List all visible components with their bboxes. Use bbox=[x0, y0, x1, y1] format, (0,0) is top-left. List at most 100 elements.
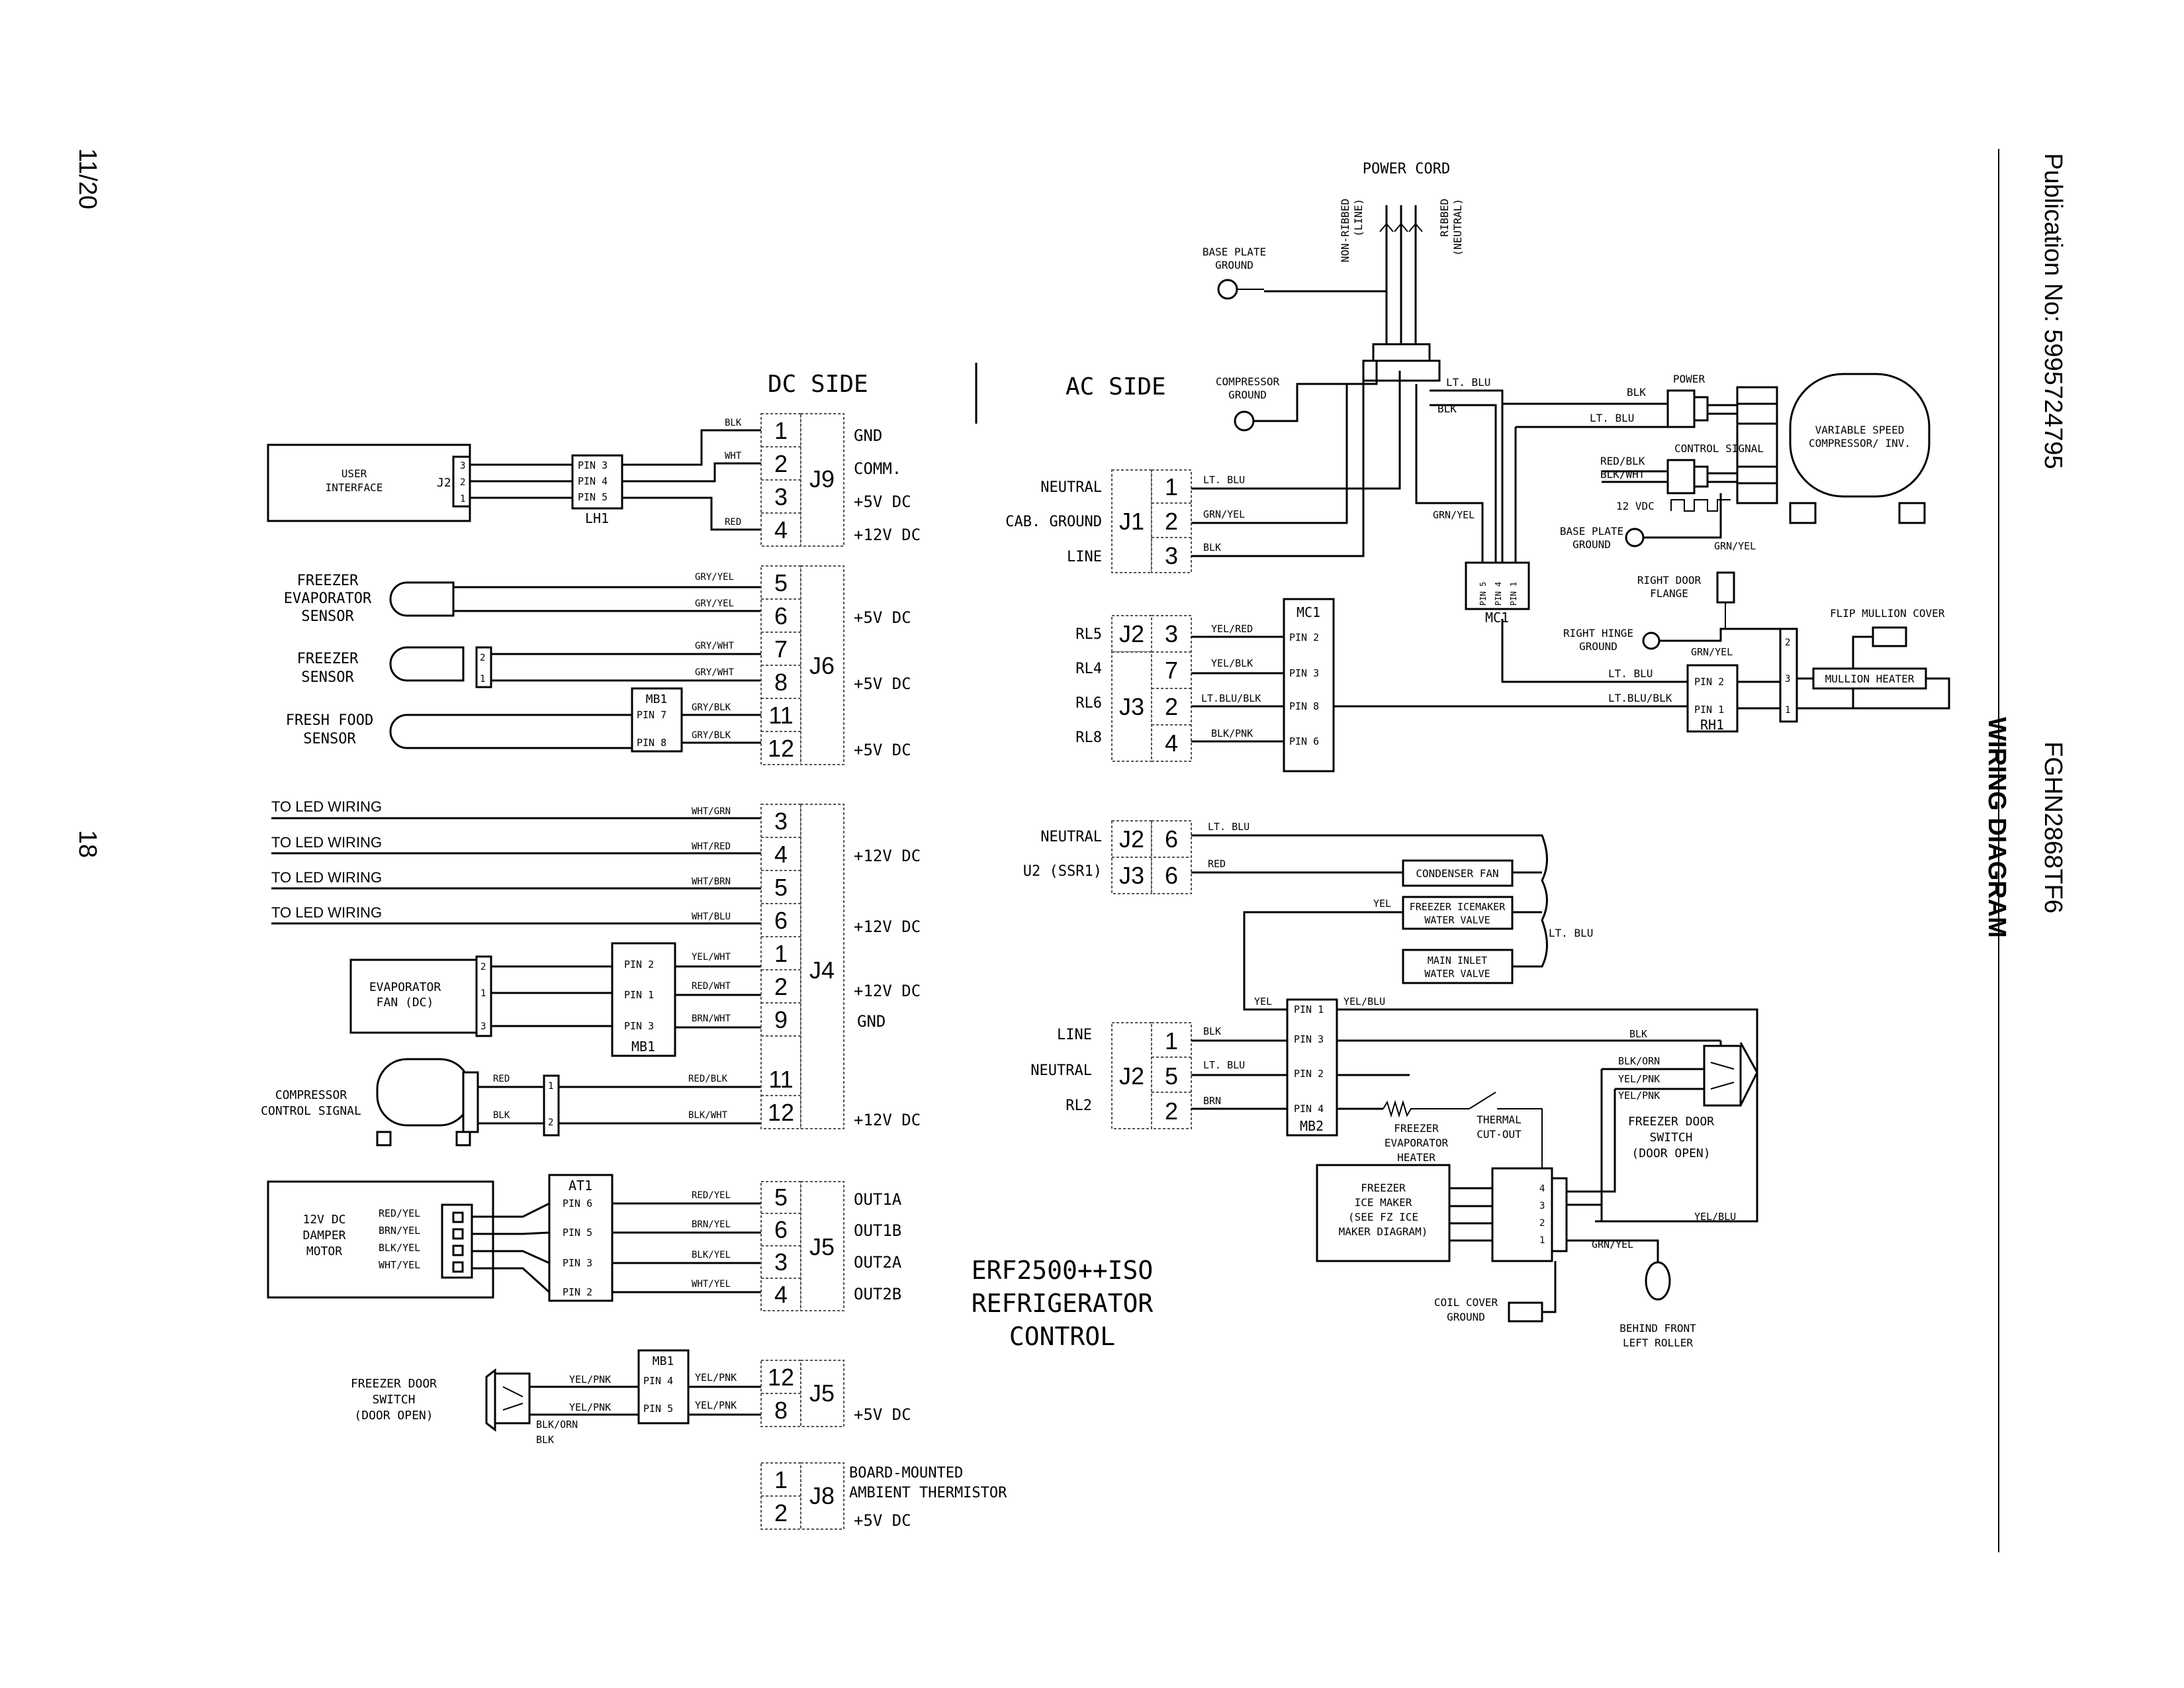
mc1-connector: MC1 PIN 2 PIN 3 PIN 8 PIN 6 bbox=[1283, 598, 1335, 773]
svg-text:PIN 2: PIN 2 bbox=[1694, 676, 1724, 688]
svg-text:PIN 2: PIN 2 bbox=[624, 959, 654, 970]
svg-text:BLK: BLK bbox=[1203, 1025, 1221, 1037]
svg-text:12: 12 bbox=[768, 1099, 794, 1126]
spring-clip-icon bbox=[1872, 626, 1907, 647]
svg-text:BASE PLATE: BASE PLATE bbox=[1203, 246, 1266, 258]
svg-text:LT. BLU: LT. BLU bbox=[1203, 474, 1245, 486]
svg-text:5: 5 bbox=[774, 874, 788, 901]
svg-text:WHT/GRN: WHT/GRN bbox=[692, 806, 731, 817]
user-interface: USER INTERFACE J2 3 2 1 bbox=[267, 444, 471, 522]
svg-text:WATER VALVE: WATER VALVE bbox=[1424, 914, 1490, 926]
svg-text:LT. BLU: LT. BLU bbox=[1590, 412, 1634, 424]
svg-text:12: 12 bbox=[768, 735, 794, 762]
svg-text:NEUTRAL: NEUTRAL bbox=[1030, 1062, 1092, 1079]
svg-text:COMPRESSOR: COMPRESSOR bbox=[275, 1088, 347, 1102]
svg-text:8: 8 bbox=[774, 669, 788, 696]
base-plate-ground: BASE PLATE GROUND bbox=[1203, 246, 1266, 300]
svg-text:+12V DC: +12V DC bbox=[854, 847, 921, 865]
svg-text:PIN 2: PIN 2 bbox=[1289, 632, 1319, 643]
ground-lug-icon bbox=[1645, 1261, 1671, 1301]
compressor-icon bbox=[376, 1058, 471, 1127]
svg-text:2: 2 bbox=[480, 962, 486, 972]
svg-text:NON-RIBBED: NON-RIBBED bbox=[1339, 199, 1351, 262]
svg-text:RED: RED bbox=[493, 1074, 510, 1084]
door-wire-label: YEL/PNK bbox=[695, 1399, 737, 1411]
svg-text:4: 4 bbox=[774, 516, 788, 543]
svg-text:MB2: MB2 bbox=[1300, 1118, 1324, 1134]
svg-text:NEUTRAL: NEUTRAL bbox=[1040, 829, 1102, 845]
svg-text:SENSOR: SENSOR bbox=[303, 731, 356, 747]
svg-text:MC1: MC1 bbox=[1485, 610, 1509, 626]
svg-text:WHT/YEL: WHT/YEL bbox=[379, 1259, 420, 1271]
svg-text:YEL/PNK: YEL/PNK bbox=[1618, 1090, 1660, 1102]
svg-text:2: 2 bbox=[1539, 1218, 1545, 1229]
svg-text:6: 6 bbox=[774, 1216, 788, 1243]
svg-text:POWER: POWER bbox=[1673, 373, 1706, 385]
svg-text:PIN 2: PIN 2 bbox=[563, 1286, 592, 1298]
svg-text:GRN/YEL: GRN/YEL bbox=[1203, 508, 1245, 520]
fan-wire-label: BRN/WHT bbox=[692, 1013, 731, 1024]
svg-text:PIN 3: PIN 3 bbox=[624, 1020, 654, 1032]
svg-text:18: 18 bbox=[73, 830, 101, 858]
svg-text:GND: GND bbox=[854, 426, 882, 445]
freezer-evaporator-heater: FREEZER EVAPORATOR HEATER bbox=[1383, 1100, 1469, 1164]
svg-text:2: 2 bbox=[774, 973, 788, 1000]
svg-text:J3: J3 bbox=[1119, 693, 1144, 720]
square-wave-icon bbox=[1670, 499, 1731, 512]
svg-text:WHT/RED: WHT/RED bbox=[692, 841, 731, 852]
svg-text:BLK/ORN: BLK/ORN bbox=[536, 1419, 578, 1430]
svg-text:GROUND: GROUND bbox=[1579, 640, 1617, 653]
svg-text:FAN (DC): FAN (DC) bbox=[377, 996, 434, 1009]
svg-text:LT.BLU/BLK: LT.BLU/BLK bbox=[1201, 692, 1261, 704]
svg-text:PIN 2: PIN 2 bbox=[1294, 1068, 1324, 1080]
svg-text:BLK/PNK: BLK/PNK bbox=[1211, 727, 1253, 739]
mb1-sensor-connector: MB1 PIN 7 PIN 8 bbox=[631, 687, 683, 753]
svg-text:OUT1A: OUT1A bbox=[854, 1190, 902, 1209]
j6-connector: 5 6 7 8 11 12 J6 +5V DC +5V DC +5V DC bbox=[760, 565, 911, 765]
svg-text:GROUND: GROUND bbox=[1228, 389, 1267, 401]
svg-text:PIN 1: PIN 1 bbox=[1694, 704, 1724, 716]
svg-text:GRY/YEL: GRY/YEL bbox=[695, 572, 734, 583]
svg-text:J1: J1 bbox=[1119, 508, 1144, 535]
svg-text:2: 2 bbox=[1165, 693, 1178, 720]
control-label: ERF2500++ISO REFRIGERATOR CONTROL bbox=[972, 1256, 1154, 1351]
svg-text:J2: J2 bbox=[1119, 1062, 1144, 1090]
svg-text:NEUTRAL: NEUTRAL bbox=[1040, 479, 1102, 496]
svg-text:1: 1 bbox=[480, 674, 485, 684]
svg-text:3: 3 bbox=[1785, 674, 1790, 684]
svg-text:5: 5 bbox=[774, 569, 788, 596]
svg-text:CAB. GROUND: CAB. GROUND bbox=[1005, 514, 1102, 530]
flip-mullion-cover: FLIP MULLION COVER bbox=[1813, 607, 1945, 710]
spring-clip-icon bbox=[1716, 571, 1735, 604]
svg-text:+5V DC: +5V DC bbox=[854, 741, 911, 759]
svg-text:+12V DC: +12V DC bbox=[854, 917, 921, 936]
svg-text:3: 3 bbox=[774, 483, 788, 510]
behind-front-left-roller: BEHIND FRONT LEFT ROLLER bbox=[1619, 1261, 1696, 1349]
svg-text:2: 2 bbox=[1165, 1098, 1178, 1125]
svg-text:3: 3 bbox=[1165, 542, 1178, 569]
svg-text:PIN 8: PIN 8 bbox=[1289, 700, 1319, 712]
svg-text:BEHIND FRONT: BEHIND FRONT bbox=[1619, 1322, 1696, 1335]
damper-wire-label: RED/YEL bbox=[692, 1190, 731, 1201]
svg-text:BLK/WHT: BLK/WHT bbox=[1600, 468, 1645, 481]
j4-connector: 3 4 5 6 1 2 9 11 12 J4 +12V DC +12V DC +… bbox=[760, 804, 921, 1129]
svg-text:1: 1 bbox=[1165, 473, 1178, 500]
svg-text:GRN/YEL: GRN/YEL bbox=[1714, 540, 1756, 552]
svg-text:3: 3 bbox=[1165, 620, 1178, 647]
svg-text:GRY/WHT: GRY/WHT bbox=[695, 667, 735, 678]
svg-text:+5V DC: +5V DC bbox=[854, 492, 911, 511]
svg-text:BOARD-MOUNTED: BOARD-MOUNTED bbox=[849, 1465, 963, 1481]
svg-text:3: 3 bbox=[480, 1021, 486, 1032]
svg-text:PIN 3: PIN 3 bbox=[1289, 667, 1319, 679]
sensor-probe-icon bbox=[389, 646, 465, 682]
dc-side-heading: DC SIDE bbox=[768, 371, 868, 398]
j9-wire-label: WHT bbox=[725, 451, 742, 461]
svg-text:AMBIENT THERMISTOR: AMBIENT THERMISTOR bbox=[849, 1485, 1007, 1501]
svg-text:5: 5 bbox=[1165, 1062, 1178, 1090]
svg-text:DAMPER: DAMPER bbox=[302, 1229, 345, 1243]
svg-text:PIN 6: PIN 6 bbox=[1289, 735, 1319, 747]
svg-text:2: 2 bbox=[774, 1499, 788, 1526]
sensor-probe-icon bbox=[389, 714, 633, 749]
svg-text:COMPRESSOR/ INV.: COMPRESSOR/ INV. bbox=[1809, 437, 1911, 449]
